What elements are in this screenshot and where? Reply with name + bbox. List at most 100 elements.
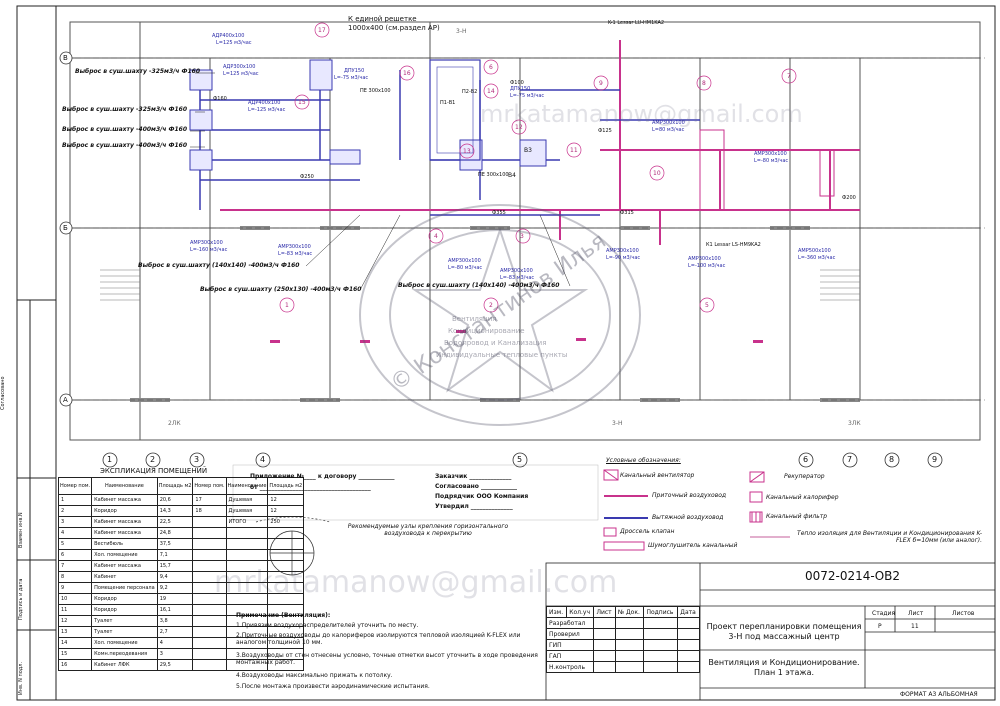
room-number: 5	[705, 302, 709, 309]
room-number: 11	[570, 147, 578, 154]
flow-label: L=125 м3/час	[216, 40, 252, 46]
flow-label: ДПУ150	[510, 86, 531, 92]
rev-header: Дата	[677, 606, 700, 618]
duct-size: Ф160	[213, 96, 227, 102]
explication-cell: 1	[57, 494, 93, 506]
header-cell: Номер пом.	[57, 477, 93, 495]
explication-cell: 29,5	[156, 659, 194, 671]
rev-header: Подпись	[643, 606, 679, 618]
flow-label: АДР400х100	[248, 100, 281, 106]
duct-size: Ф250	[300, 174, 314, 180]
dim-mark-1: 2ЛК	[168, 420, 181, 427]
explication-cell	[192, 527, 227, 539]
explication-cell: Туалет	[91, 626, 158, 638]
role-cell: ГАП	[545, 650, 595, 662]
explication-cell: Душевая	[225, 494, 269, 506]
role-row: Проверил	[545, 628, 700, 640]
room-number: 2	[489, 302, 493, 309]
side-stamp-inv: Инв. N подл.	[18, 661, 24, 695]
role-row: Разработал	[545, 617, 700, 629]
flow-label: L=-75 м3/час	[334, 75, 369, 81]
flow-label: АМР300х100	[688, 256, 721, 262]
exhaust-label-4: Выброс в суш.шахту -400м3/ч Ф160	[62, 142, 187, 149]
sheet-label: Лист	[908, 610, 924, 617]
explication-cell	[225, 560, 269, 572]
flow-label: L=-80 м3/час	[754, 158, 789, 164]
explication-cell	[225, 538, 269, 550]
duct-size: Ф200	[842, 195, 856, 201]
explication-cell: 19	[156, 593, 194, 605]
header-cell: Площадь м2	[156, 477, 194, 495]
explication-cell: 5	[57, 538, 93, 550]
grid-row-b: Б	[63, 224, 68, 232]
explication-cell: Хол. помещение	[91, 637, 158, 649]
flow-label: АДР400х100	[212, 33, 245, 39]
explication-cell: 10	[57, 593, 93, 605]
contract-line-2: от _____________________________________	[250, 484, 371, 491]
explication-cell: 18	[192, 505, 227, 517]
legend-item-damper: Дроссель клапан	[620, 528, 675, 535]
explication-cell: 15,7	[156, 560, 194, 572]
explication-cell: ИТОГО	[225, 516, 269, 528]
legend-insulation: Тепло изоляция для Вентиляции и Кондицио…	[797, 530, 982, 544]
explication-cell	[192, 560, 227, 572]
side-stamp-signature: Подпись и дата	[18, 578, 24, 620]
legend-item-recuperator: Рекуператор	[784, 473, 825, 480]
explication-cell: 16,1	[156, 604, 194, 616]
explication-cell: Помещение персонала	[91, 582, 158, 594]
legend-item-fan: Канальный вентилятор	[620, 472, 695, 479]
flow-label: L=-360 м3/час	[798, 255, 836, 261]
side-stamp-agreed: Согласовано	[0, 376, 6, 410]
sheet-title: Вентиляция и Кондиционирование. План 1 э…	[708, 658, 860, 677]
revision-header-row: Изм. Кол.уч Лист № Док. Подпись Дата	[545, 606, 700, 618]
exhaust-label-2: Выброс в суш.шахту -325м3/ч Ф160	[62, 106, 187, 113]
explication-table: Номер пом. Наименование Площадь м2 Номер…	[57, 477, 305, 671]
explication-cell: 7	[57, 560, 93, 572]
stage-value: Р	[878, 623, 882, 630]
legend-item-exhaust: Вытяжной воздуховод	[652, 514, 724, 521]
note-item-5: 5.После монтажа произвести аэродинамичес…	[236, 683, 430, 690]
flow-label: АМР300х100	[190, 240, 223, 246]
explication-cell: 12	[57, 615, 93, 627]
explication-cell: Кабинет ЛФК	[91, 659, 158, 671]
explication-cell: 2	[57, 505, 93, 517]
note-item-2: 2.Приточные воздуховоды до калориферов и…	[236, 632, 521, 646]
explication-header-row: Номер пом. Наименование Площадь м2 Номер…	[57, 477, 305, 495]
explication-cell: 9	[57, 582, 93, 594]
explication-cell: Кабинет	[91, 571, 158, 583]
explication-cell: 4	[156, 637, 194, 649]
legend-title: Условные обозначения:	[606, 457, 681, 464]
flow-label: L=125 м3/час	[223, 71, 259, 77]
explication-cell: 13	[57, 626, 93, 638]
explication-cell: 15	[57, 648, 93, 660]
explication-cell	[192, 593, 227, 605]
notes-title: Примечание (Вентиляция):	[236, 612, 331, 619]
stamp-line-4: Индивидуальные тепловые пункты	[436, 351, 568, 359]
explication-cell	[267, 549, 305, 561]
duct-size: Ф100	[510, 80, 524, 86]
explication-cell	[225, 549, 269, 561]
legend-item-filter: Канальный фильтр	[766, 513, 828, 520]
room-number: 17	[318, 27, 326, 34]
unit-label: П2-В2	[462, 89, 478, 95]
contract-approved: Утвердил ______________	[435, 503, 513, 510]
explication-cell: Туалет	[91, 615, 158, 627]
explication-cell: Кабинет массажа	[91, 516, 158, 528]
grid-row-v: В	[63, 54, 68, 62]
explication-cell: 11	[57, 604, 93, 616]
sheet-value: 11	[911, 623, 919, 630]
flow-label: L=-83 м3/час	[500, 275, 535, 281]
explication-cell: Душевая	[225, 505, 269, 517]
legend-item-heater: Канальный калорифер	[766, 494, 839, 501]
stamp-line-1: Вентиляция	[452, 315, 497, 323]
duct-size: Ф355	[492, 210, 506, 216]
explication-cell: Вестибюль	[91, 538, 158, 550]
explication-cell	[192, 549, 227, 561]
